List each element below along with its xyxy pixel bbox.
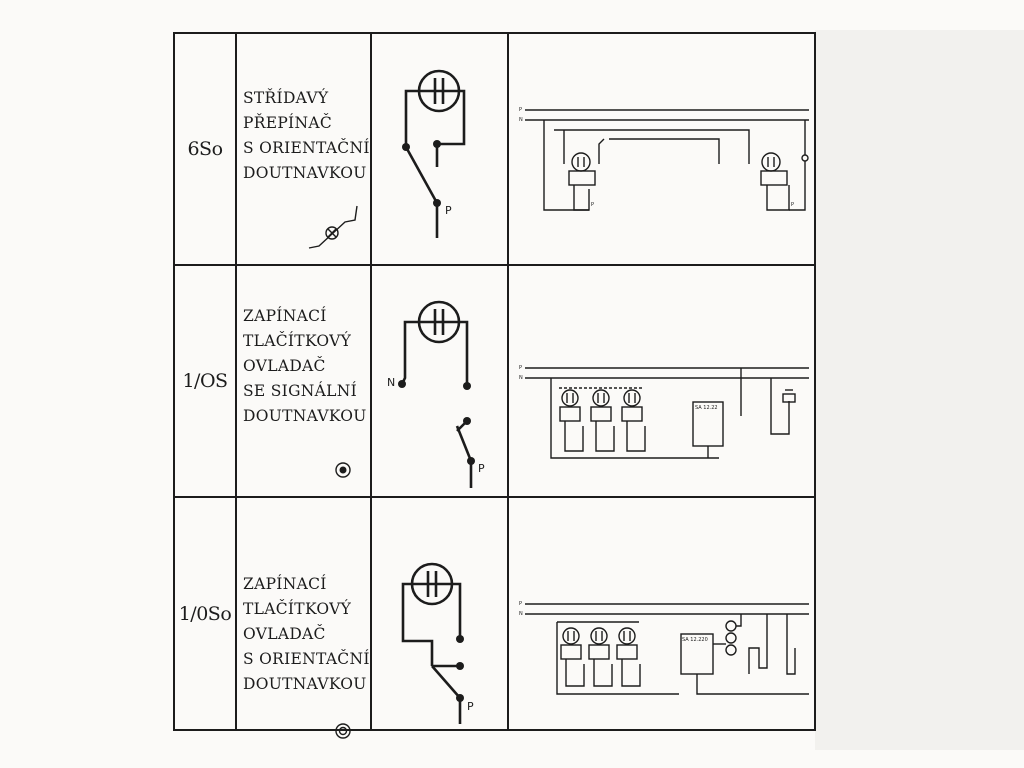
description-cell: STŘÍDAVÝ PŘEPÍNAČ S ORIENTAČNÍ DOUTNAVKO…: [237, 34, 372, 264]
switch-schematic: N P: [387, 300, 485, 488]
svg-text:P: P: [519, 107, 522, 113]
switch-code: 1/OS: [182, 370, 228, 392]
wiring-diagram: P N: [519, 365, 809, 459]
description-cell: ZAPÍNACÍ TLAČÍTKOVÝ OVLADAČ SE SIGNÁLNÍ …: [237, 266, 372, 496]
table-row-1-0so: 1/0So ZAPÍNACÍ TLAČÍTKOVÝ OVLADAČ S ORIE…: [175, 498, 814, 739]
svg-text:P: P: [519, 365, 522, 371]
schematic-p-label: P: [467, 700, 474, 713]
code-cell: 1/0So: [175, 498, 237, 729]
schematic-cell: P: [372, 34, 509, 264]
switch-schematic: P: [402, 69, 466, 238]
switch-description: STŘÍDAVÝ PŘEPÍNAČ S ORIENTAČNÍ DOUTNAVKO…: [243, 89, 370, 182]
switch-code: 1/0So: [178, 602, 232, 625]
wiring-diagram: P N P: [519, 107, 809, 211]
wiring-cell: P N: [509, 498, 814, 729]
crossed-lamp-switch-symbol: [308, 205, 358, 249]
svg-text:SA 12.22: SA 12.22: [695, 405, 718, 411]
svg-text:P: P: [591, 202, 594, 208]
switch-code: 6So: [187, 138, 223, 160]
switch-description: ZAPÍNACÍ TLAČÍTKOVÝ OVLADAČ S ORIENTAČNÍ…: [243, 575, 370, 693]
bleed-through-background: [815, 30, 1024, 750]
schematic-p-label: P: [445, 204, 452, 217]
wiring-cell: P N: [509, 266, 814, 496]
switch-description: ZAPÍNACÍ TLAČÍTKOVÝ OVLADAČ SE SIGNÁLNÍ …: [243, 307, 367, 425]
signal-lamp-symbol: [335, 462, 351, 478]
table-row-1os: 1/OS ZAPÍNACÍ TLAČÍTKOVÝ OVLADAČ SE SIGN…: [175, 266, 814, 498]
schematic-cell: N P: [372, 266, 509, 496]
svg-text:N: N: [519, 375, 523, 381]
code-cell: 1/OS: [175, 266, 237, 496]
svg-text:N: N: [519, 611, 523, 617]
code-cell: 6So: [175, 34, 237, 264]
svg-text:P: P: [519, 601, 522, 607]
orientation-lamp-symbol: [335, 723, 351, 739]
description-cell: ZAPÍNACÍ TLAČÍTKOVÝ OVLADAČ S ORIENTAČNÍ…: [237, 498, 372, 739]
switch-types-table: 6So STŘÍDAVÝ PŘEPÍNAČ S ORIENTAČNÍ DOUTN…: [173, 32, 816, 739]
wiring-diagram: P N: [519, 601, 809, 695]
svg-text:N: N: [519, 117, 523, 123]
svg-text:P: P: [791, 202, 794, 208]
schematic-p-label: P: [478, 462, 485, 475]
wiring-cell: P N P: [509, 34, 814, 264]
schematic-cell: P: [372, 498, 509, 729]
table-row-6so: 6So STŘÍDAVÝ PŘEPÍNAČ S ORIENTAČNÍ DOUTN…: [175, 34, 814, 266]
switch-schematic: P: [401, 562, 474, 724]
svg-text:SA 12.220: SA 12.220: [682, 637, 708, 643]
schematic-n-label: N: [387, 376, 395, 389]
